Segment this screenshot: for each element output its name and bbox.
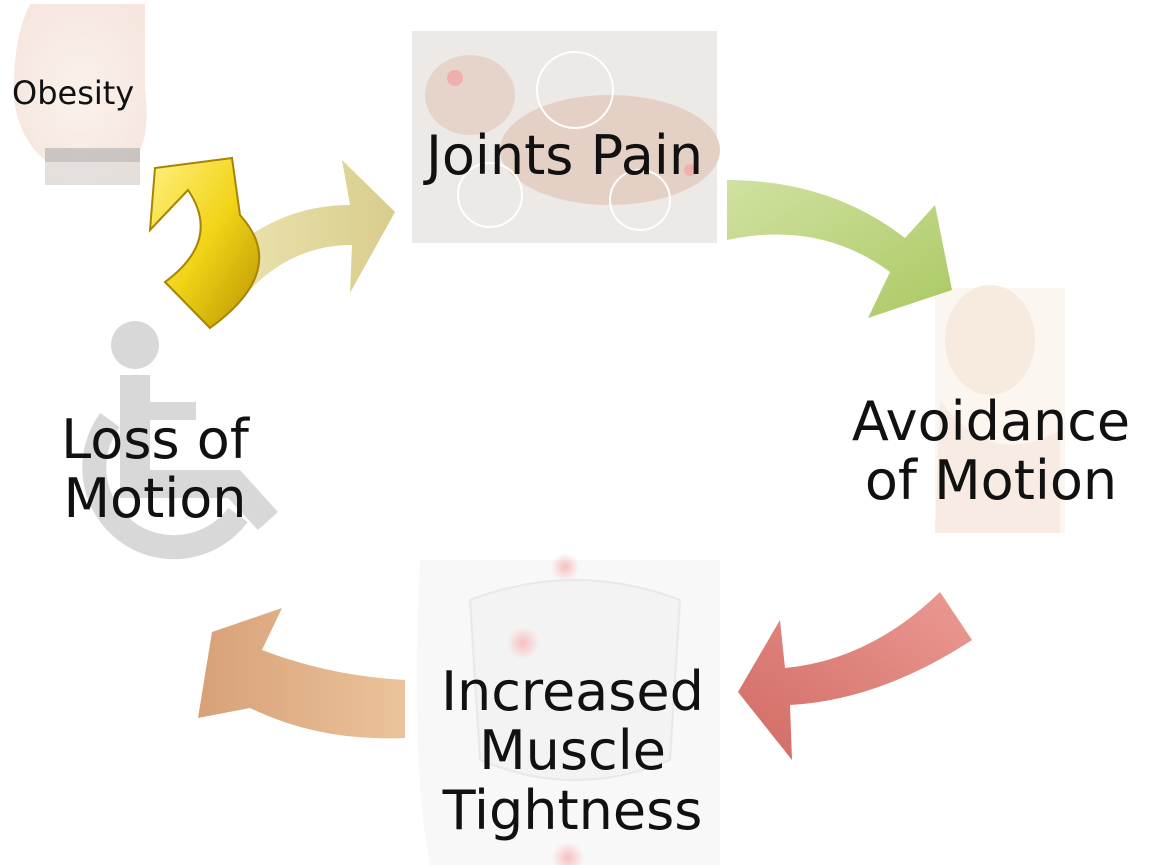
arrow-to-tightness [738, 592, 972, 760]
label-loss-of-motion: Loss of Motion [30, 410, 280, 529]
arrow-to-avoidance [727, 180, 952, 318]
avoidance-line-1: Avoidance [826, 392, 1153, 451]
avoidance-line-2: of Motion [826, 451, 1153, 510]
tightness-line-1: Increased [405, 662, 740, 721]
label-joints-pain: Joints Pain [412, 126, 717, 185]
tightness-line-2: Muscle [405, 721, 740, 780]
joints-pain-text: Joints Pain [412, 126, 717, 185]
obesity-text: Obesity [12, 76, 134, 111]
arrow-to-obesity [150, 158, 259, 328]
arrow-to-loss-of-motion [198, 608, 405, 738]
loss-line-1: Loss of [30, 410, 280, 469]
label-avoidance-of-motion: Avoidance of Motion [826, 392, 1153, 511]
tightness-line-3: Tightness [405, 781, 740, 840]
label-increased-muscle-tightness: Increased Muscle Tightness [405, 662, 740, 840]
loss-line-2: Motion [30, 469, 280, 528]
label-obesity: Obesity [12, 76, 134, 111]
